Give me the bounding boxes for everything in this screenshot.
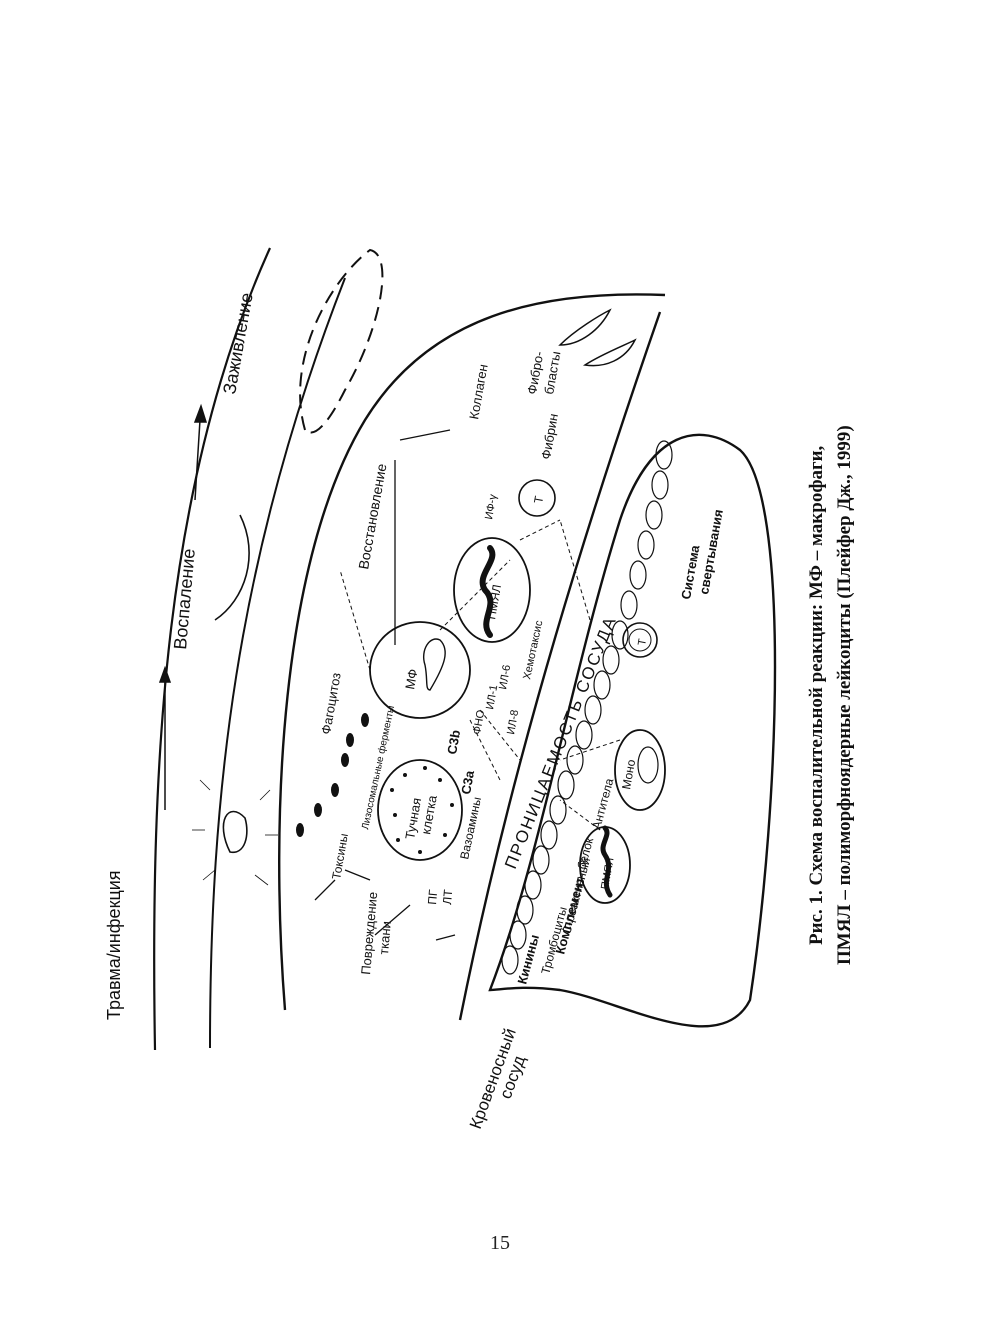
c3b-label: С3b [444,729,463,756]
fibroblast-cell-1 [558,308,612,346]
fibroblasts-line2: бласты [541,350,563,395]
toxins-label: Токсины [329,832,351,880]
macrophage-nucleus [423,638,446,691]
t-cell-vessel-label: Т [636,638,649,647]
pmnl-nucleus-tissue [479,545,496,638]
macrophage-cell [369,621,471,719]
cytokine-fno: ФНО [471,709,487,736]
chemotaxis-label: Хемотаксис [521,619,545,681]
wound-rays [192,779,278,886]
caption-line1: Рис. 1. Схема воспалительной реакции: МФ… [806,445,827,945]
restoration-label: Восстановление [355,462,389,570]
antibodies-label: Антитела [589,776,616,830]
pmnl-nucleus-vessel [600,825,613,898]
enzyme-granules [296,713,369,837]
fibrin-label: Фибрин [538,412,561,460]
phagocytosis-label: Фагоцитоз [318,671,344,735]
cytokine-il8: ИЛ-8 [505,709,521,736]
lt-label: ЛТ [440,888,455,905]
mono-label: Моно [619,758,638,790]
page-number: 15 [490,1232,510,1254]
pmnl-label-vessel: ПМЯЛ [599,857,616,891]
solid-arrows [314,429,456,941]
t-cell-tissue-label: Т [531,494,546,504]
mf-label: МФ [402,668,420,691]
stage-healing: Заживление [219,291,257,396]
stage-arrows [158,403,208,810]
mast-cell [377,759,463,861]
fibroblast-cell-2 [582,338,637,367]
collagen-label: Коллаген [466,363,490,421]
mast-cell-line2: клетка [418,793,440,835]
endothelial-cells [501,440,673,975]
vessel-wall-upper [278,293,666,1011]
fibroblasts-line1: Фибро- [524,350,546,395]
caption-line2: ПМЯЛ – полиморфноядерные лейкоциты (Плей… [834,425,855,965]
t-cell-vessel [622,622,658,658]
t-cell-tissue [518,479,556,517]
pmnl-cell-tissue [453,537,531,643]
stage-inflammation: Воспаление [170,548,199,651]
tissue-damage-line1: Повреждение [358,891,380,975]
pg-label: ПГ [425,888,440,905]
monocyte-nucleus [637,746,659,784]
permeability-label: ПРОНИЦАЕМОСТЬ СОСУДА [501,613,620,872]
vessel-wall-mid [458,311,662,1021]
cytokine-il6: ИЛ-6 [497,664,513,691]
skin-surface-outer [153,247,272,1051]
c3a-label: С3а [458,769,477,796]
mast-cell-line1: Тучная [402,797,424,841]
c-reactive-line2: белок [574,835,596,870]
pmnl-label-tissue: ПМЯЛ [484,583,504,620]
healing-bump [214,514,250,621]
if-gamma-label: ИФ-γ [483,493,499,521]
monocyte-cell [614,729,666,811]
mast-cell-granules [390,766,454,854]
interaction-arrows [339,519,621,831]
skin-surface-inner [209,277,346,1049]
healed-scar-dashed [299,248,384,434]
vessel-lumen [488,433,777,1028]
stage-trauma: Травма/инфекция [104,870,124,1020]
wound-mark [222,810,248,853]
t-cell-vessel-inner [628,628,652,652]
cytokine-il1: ИЛ-1 [484,684,500,711]
tissue-damage-line2: ткани [376,920,394,955]
